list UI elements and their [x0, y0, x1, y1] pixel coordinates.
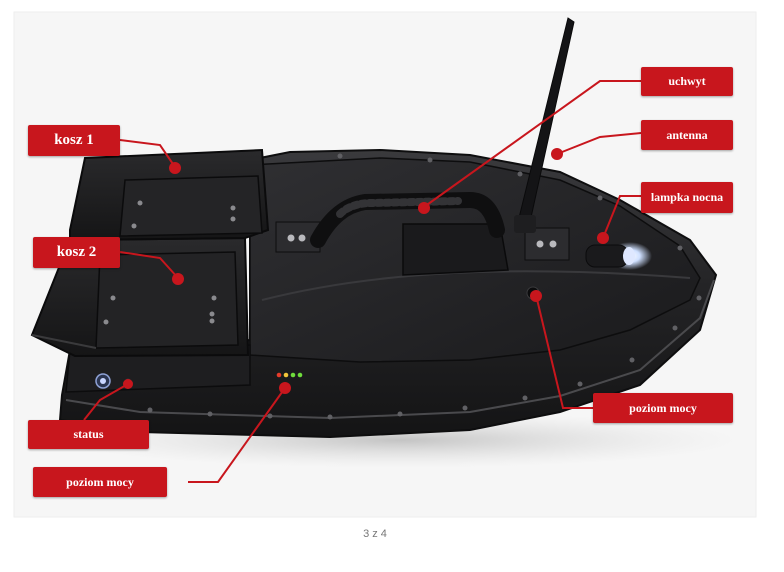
- label-status: status: [28, 420, 149, 449]
- night-lamp: [585, 242, 652, 270]
- label-poziom-mocy-left: poziom mocy: [33, 467, 167, 497]
- hinge-blocks: [275, 221, 570, 261]
- label-antenna: antenna: [641, 120, 733, 150]
- bait-tray-2: [30, 236, 250, 358]
- label-kosz-1: kosz 1: [28, 125, 120, 156]
- carry-handle: [310, 191, 509, 276]
- label-kosz-2: kosz 2: [33, 237, 120, 268]
- label-uchwyt: uchwyt: [641, 67, 733, 96]
- label-lampka-nocna: lampka nocna: [641, 182, 733, 213]
- power-level-leds-icon: [276, 372, 303, 378]
- page-number: 3 z 4: [363, 528, 387, 540]
- label-poziom-mocy-right: poziom mocy: [593, 393, 733, 423]
- leader-lines: [83, 80, 642, 483]
- leader-dots: [123, 148, 609, 394]
- bait-tray-1: [69, 148, 270, 242]
